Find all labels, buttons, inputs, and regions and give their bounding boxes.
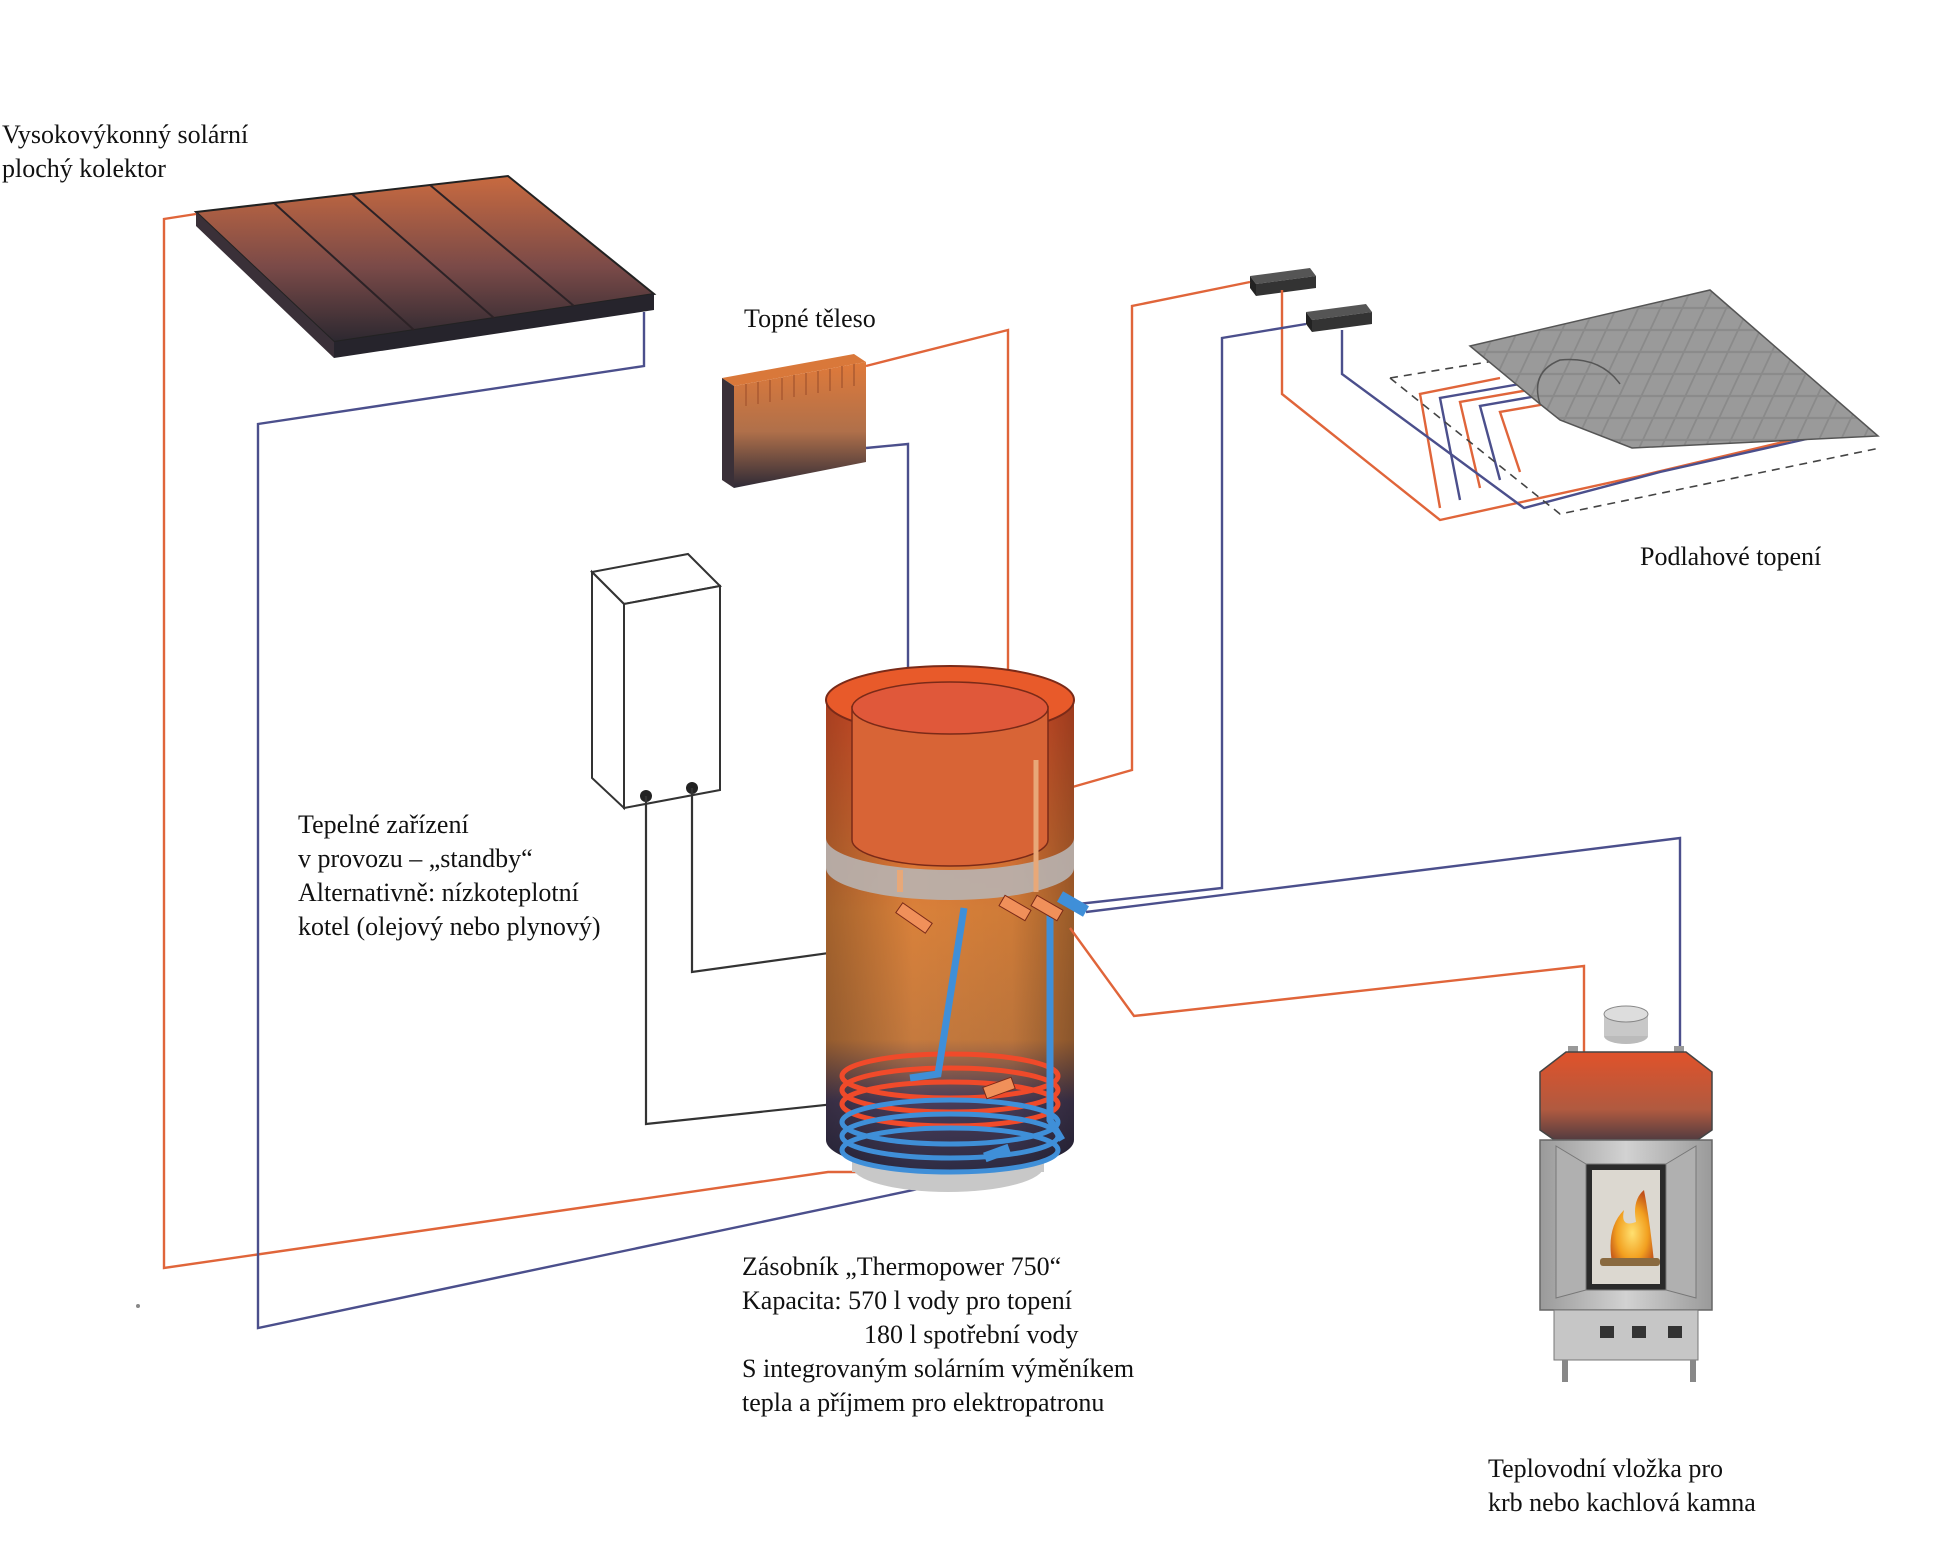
- storage-tank-label: Zásobník „Thermopower 750“ Kapacita: 570…: [742, 1250, 1134, 1420]
- floor-heating-insulation-edge: [1389, 359, 1881, 515]
- fireplace-label: Teplovodní vložka pro krb nebo kachlová …: [1488, 1452, 1756, 1520]
- floor-heating-manifold: [1250, 268, 1372, 332]
- tank-label-capacity-dhw: 180 l spotřební vody: [864, 1320, 1079, 1349]
- solar-collector-label: Vysokovýkonný solární plochý kolektor: [2, 118, 248, 186]
- fireplace-label-line1: Teplovodní vložka pro: [1488, 1454, 1724, 1483]
- tank-label-electric: tepla a příjmem pro elektropatronu: [742, 1388, 1105, 1417]
- collector-supply-pipe: [162, 212, 866, 1270]
- floor-tiles: [1468, 289, 1880, 449]
- radiator: [722, 354, 866, 488]
- solar-collector: [193, 174, 657, 358]
- storage-tank: [825, 665, 1089, 1192]
- solar-collector-label-line2: plochý kolektor: [2, 154, 166, 183]
- boiler-label-line1: Tepelné zařízení: [298, 810, 469, 839]
- floor-heating-label: Podlahové topení: [1640, 542, 1822, 571]
- boiler-label-line2: v provozu – „standby“: [298, 844, 533, 873]
- fireplace-supply-pipe: [1069, 927, 1586, 1052]
- solar-collector-label-line1: Vysokovýkonný solární: [2, 120, 249, 149]
- speck: [136, 1304, 140, 1308]
- radiator-supply-pipe: [865, 328, 1010, 808]
- fireplace-insert: [1539, 1005, 1713, 1382]
- tank-label-name: Zásobník „Thermopower 750“: [742, 1252, 1062, 1281]
- radiator-label: Topné těleso: [744, 304, 876, 333]
- tank-label-capacity: Kapacita: 570 l vody pro topení: [742, 1286, 1072, 1315]
- boiler-unit: [589, 552, 723, 811]
- fireplace-label-line2: krb nebo kachlová kamna: [1488, 1488, 1756, 1517]
- boiler-label-line3: Alternativně: nízkoteplotní: [298, 878, 579, 907]
- boiler-label: Tepelné zařízení v provozu – „standby“ A…: [298, 808, 601, 944]
- tank-label-exchanger: S integrovaným solárním výměníkem: [742, 1354, 1135, 1383]
- fireplace-return-pipe: [1085, 836, 1682, 1052]
- boiler-label-line4: kotel (olejový nebo plynový): [298, 912, 601, 941]
